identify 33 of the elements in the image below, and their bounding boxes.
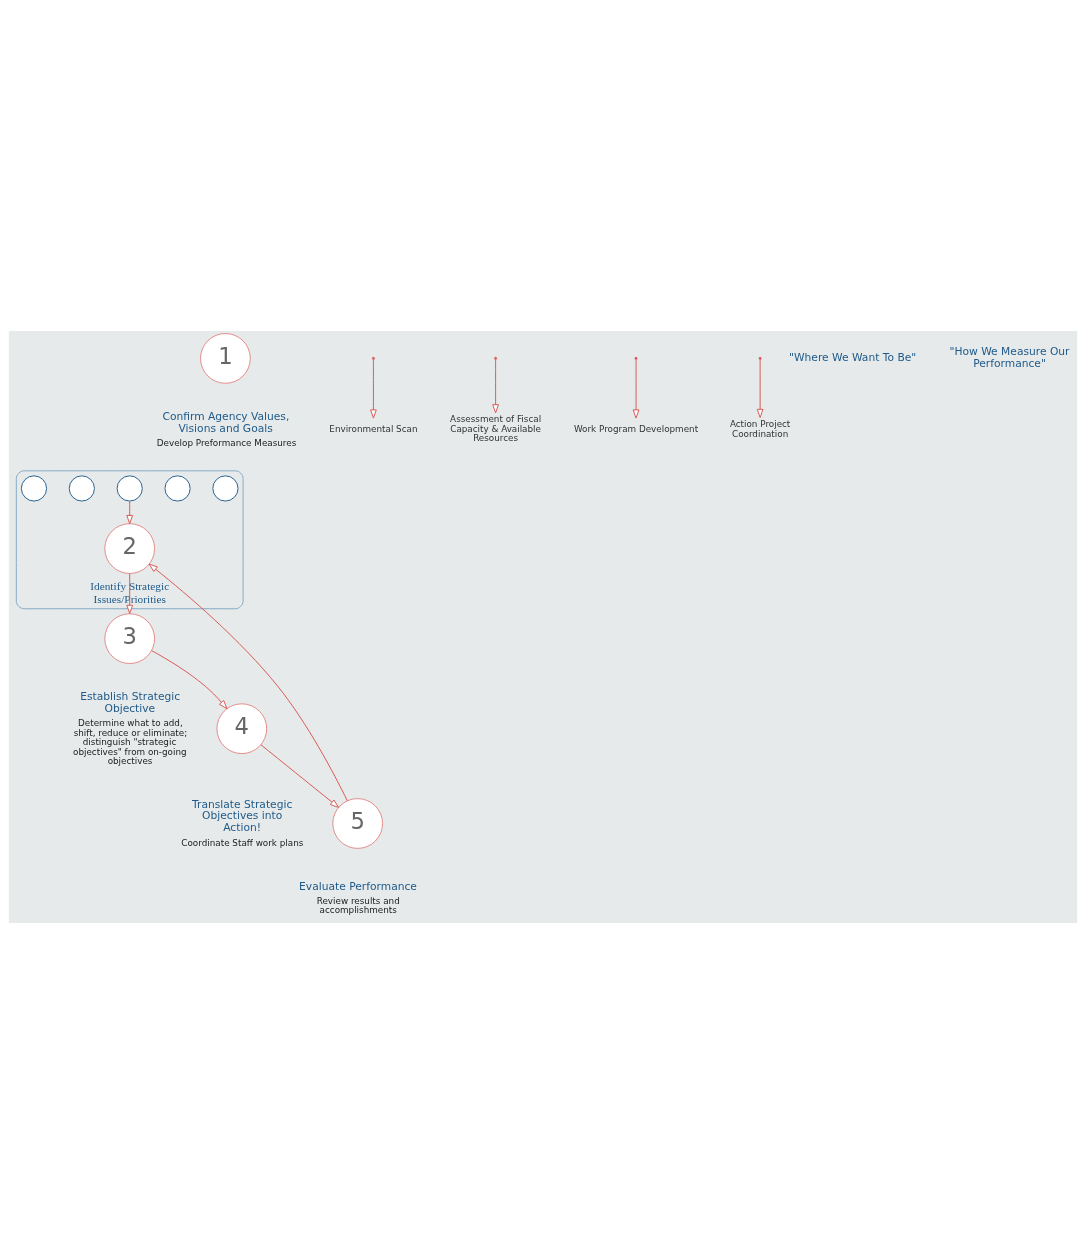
arrow bbox=[492, 358, 499, 413]
node-label: Evaluate Performance bbox=[299, 879, 417, 893]
node-circle bbox=[68, 474, 95, 501]
node-text: Action Project Coordination bbox=[729, 418, 791, 439]
arrow bbox=[151, 649, 228, 709]
arrow bbox=[756, 358, 764, 418]
node-circle bbox=[116, 474, 143, 501]
node-text: Environmental Scan bbox=[329, 423, 418, 434]
node-label: Translate Strategic Objectives into Action! bbox=[192, 797, 293, 834]
node-circle: 5 bbox=[332, 797, 383, 849]
node-circle: 3 bbox=[104, 612, 155, 664]
arrow bbox=[148, 563, 348, 801]
node-label: Establish Strategic Objective bbox=[80, 689, 181, 715]
node-circle: 2 bbox=[104, 522, 155, 574]
label: "How We Measure Our Performance" bbox=[949, 344, 1070, 370]
node-circle bbox=[164, 474, 191, 501]
node-circle: 1 bbox=[200, 332, 251, 384]
node-label: Develop Preformance Measures bbox=[156, 437, 297, 448]
node-label: Review results and accomplishments bbox=[316, 895, 400, 915]
node-circle bbox=[20, 474, 48, 501]
node-label: Confirm Agency Values, Visions and Goals bbox=[162, 409, 290, 435]
label: "Where We Want To Be" bbox=[789, 350, 917, 364]
arrow bbox=[126, 500, 134, 524]
arrow bbox=[126, 572, 134, 614]
node-text: Assessment of Fiscal Capacity & Available Resources bbox=[450, 413, 542, 443]
arrow bbox=[632, 358, 640, 419]
arrow bbox=[370, 358, 377, 419]
node-label: Determine what to add, shift, reduce or eliminate; distinguish "strategic objectives" from on-going objectives bbox=[73, 717, 188, 766]
node-label: Coordinate Staff work plans bbox=[181, 837, 304, 848]
node-text: Work Program Development bbox=[573, 423, 699, 434]
node-circle bbox=[212, 474, 239, 501]
arrow bbox=[260, 743, 339, 808]
node-circle: 4 bbox=[216, 703, 267, 754]
